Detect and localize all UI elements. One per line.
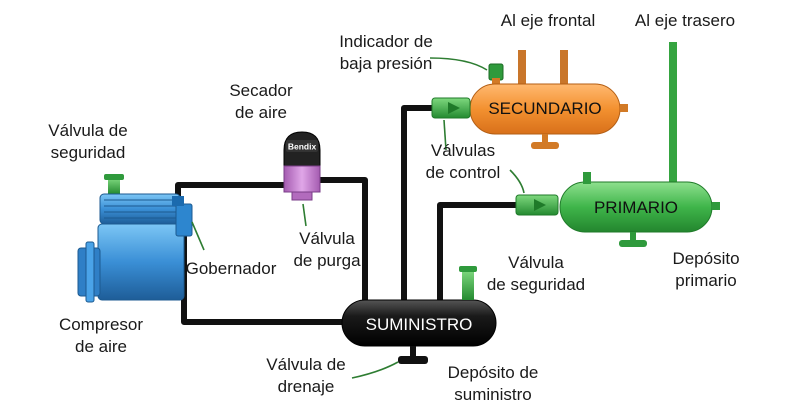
label-compressor-safety-valve-2: seguridad <box>51 143 126 162</box>
control-valve-secondary-arrow <box>448 102 460 114</box>
supply-safety-valve-cap <box>459 266 477 272</box>
primary-tank: PRIMARIO <box>559 42 720 247</box>
label-primary-reservoir-2: primario <box>675 271 736 290</box>
pointer-control-valve-pri <box>509 169 525 194</box>
compressor-safety-valve <box>108 178 120 194</box>
label-supply-reservoir-1: Depósito de <box>448 363 539 382</box>
label-low-pressure-2: baja presión <box>340 54 433 73</box>
secondary-end-fitting <box>620 104 628 112</box>
label-supply-safety-valve-1: Válvula <box>508 253 564 272</box>
label-compressor-safety-valve-1: Válvula de <box>48 121 127 140</box>
label-control-valves-1: Válvulas <box>431 141 495 160</box>
pointer-indicator <box>429 57 488 71</box>
label-control-valves-2: de control <box>426 163 501 182</box>
label-low-pressure-1: Indicador de <box>339 32 433 51</box>
pipe-compressor-supply <box>181 233 345 325</box>
label-drain-valve-1: Válvula de <box>266 355 345 374</box>
air-compressor <box>77 174 193 303</box>
low-pressure-indicator-stem <box>492 78 500 88</box>
label-governor: Gobernador <box>186 259 277 278</box>
air-dryer: Bendix <box>283 131 321 201</box>
pipe-compressor-dryer <box>175 182 287 208</box>
pointer-control-valve-sec <box>443 119 447 151</box>
front-axle-pipe-1 <box>518 50 526 86</box>
drain-valve-stem <box>410 346 416 360</box>
primary-top-fitting <box>583 172 591 184</box>
supply-safety-valve <box>462 270 474 300</box>
pointer-governor <box>191 221 205 251</box>
label-primary-reservoir-1: Depósito <box>672 249 739 268</box>
dryer-brand-text: Bendix <box>288 142 317 152</box>
label-purge-valve-2: de purga <box>293 251 361 270</box>
secondary-drain-valve <box>531 142 559 149</box>
pointer-purge-valve <box>302 203 307 227</box>
primary-drain-valve <box>619 240 647 247</box>
supply-tank-label: SUMINISTRO <box>366 315 473 334</box>
label-air-dryer-2: de aire <box>235 103 287 122</box>
rear-axle-pipe <box>669 42 677 190</box>
labels: Válvula de seguridad Secador de aire Ind… <box>48 11 739 404</box>
primary-end-fitting <box>712 202 720 210</box>
pointer-drain-valve <box>351 361 399 379</box>
label-pointers <box>191 57 525 379</box>
dryer-purge-body <box>283 165 321 193</box>
control-valve-primary <box>515 194 559 216</box>
control-valve-secondary <box>431 97 471 119</box>
front-axle-pipe-2 <box>560 50 568 86</box>
governor-block <box>175 203 193 237</box>
pipe-supply-secondary <box>401 105 439 303</box>
label-purge-valve-1: Válvula <box>299 229 355 248</box>
label-compressor-1: Compresor <box>59 315 143 334</box>
label-compressor-2: de aire <box>75 337 127 356</box>
compressor-head <box>99 193 181 225</box>
control-valve-primary-arrow <box>534 199 546 211</box>
dryer-badge <box>286 140 318 152</box>
governor-cap <box>172 196 184 206</box>
primary-drain-stem <box>630 232 636 242</box>
label-air-dryer-1: Secador <box>229 81 293 100</box>
compressor-shaft <box>85 241 95 303</box>
label-supply-reservoir-2: suministro <box>454 385 531 404</box>
label-rear-axle: Al eje trasero <box>635 11 735 30</box>
secondary-tank-label: SECUNDARIO <box>488 99 601 118</box>
supply-tank-body <box>341 299 497 347</box>
compressor-safety-valve-cap <box>104 174 124 180</box>
primary-tank-label: PRIMARIO <box>594 198 678 217</box>
label-front-axle: Al eje frontal <box>501 11 596 30</box>
secondary-tank: SECUNDARIO <box>469 50 628 149</box>
label-supply-safety-valve-2: de seguridad <box>487 275 585 294</box>
low-pressure-indicator <box>488 63 504 81</box>
supply-tank: SUMINISTRO <box>341 266 497 364</box>
secondary-drain-stem <box>542 134 548 144</box>
compressor-fins <box>104 199 176 219</box>
drain-valve <box>398 356 428 364</box>
compressor-body <box>97 223 185 301</box>
purge-valve <box>291 191 313 201</box>
pipe-supply-primary <box>437 202 523 303</box>
label-drain-valve-2: drenaje <box>278 377 335 396</box>
pipe-dryer-supply <box>315 177 368 325</box>
